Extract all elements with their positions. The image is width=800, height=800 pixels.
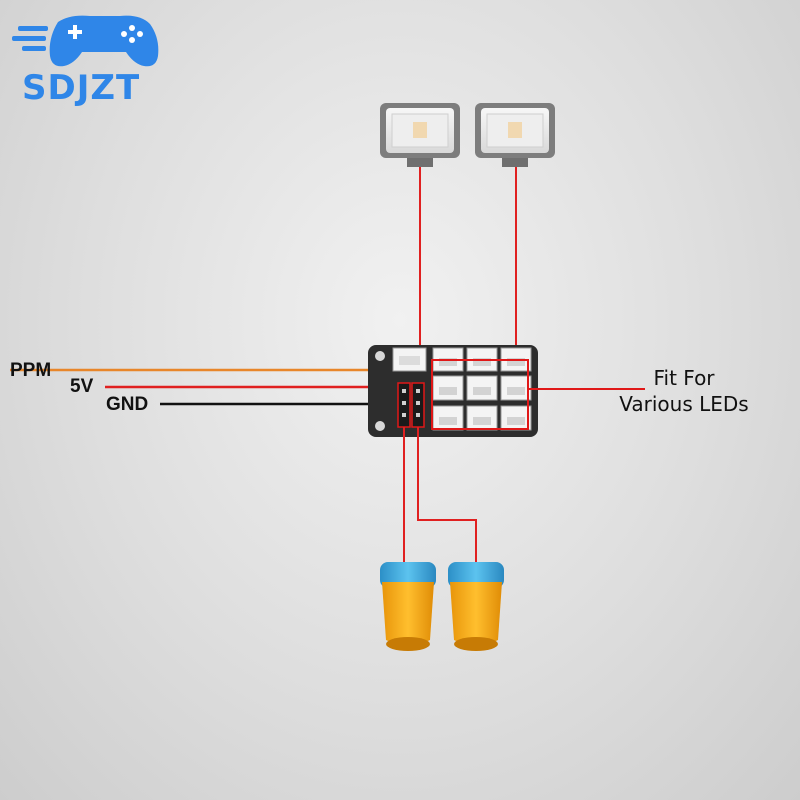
- gamepad-logo-icon: [12, 15, 159, 67]
- beacon-light-right: [448, 562, 504, 651]
- 5v-label: 5V: [70, 376, 94, 397]
- callout-line-1: Fit For: [653, 366, 715, 390]
- led-output-highlight: [431, 359, 529, 430]
- callout-line-2: Various LEDs: [619, 392, 749, 416]
- control-board: [368, 345, 538, 437]
- beacon-light-left: [380, 562, 436, 651]
- callout-text: Fit For Various LEDs: [604, 365, 764, 417]
- wire-beacon-right: [417, 427, 477, 565]
- led-work-light-left: [380, 103, 460, 167]
- ppm-label: PPM: [10, 360, 52, 381]
- brand-logo-text: SDJZT: [22, 68, 141, 108]
- led-work-light-right: [475, 103, 555, 167]
- gnd-label: GND: [106, 394, 149, 415]
